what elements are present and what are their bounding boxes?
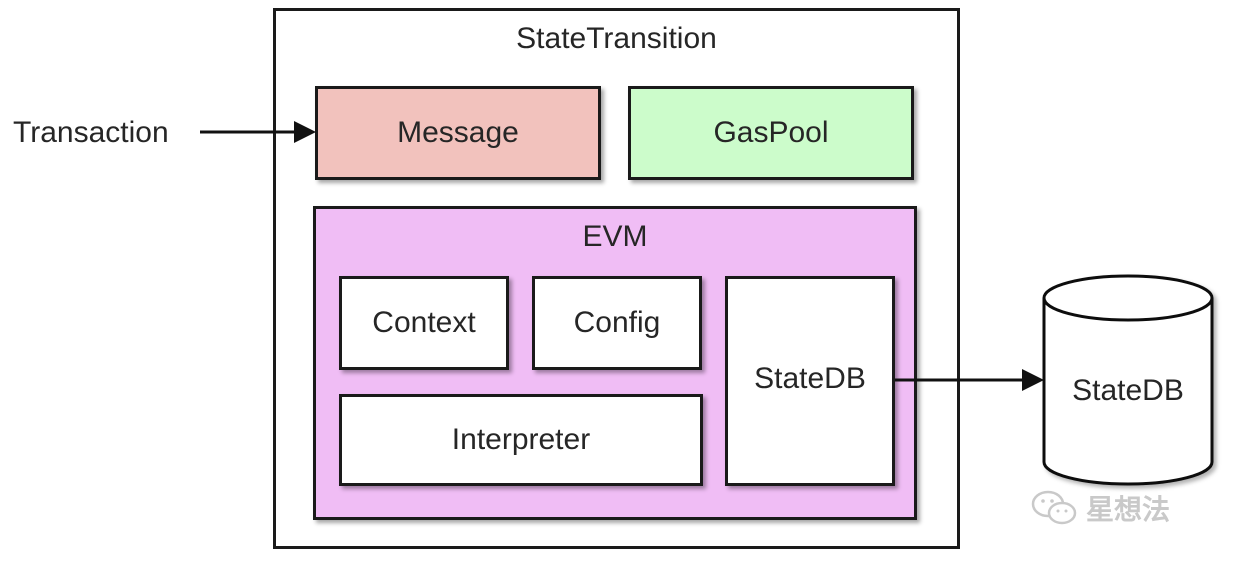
message-box: Message (315, 86, 601, 180)
wechat-icon (1031, 490, 1077, 525)
evm-title: EVM (582, 220, 648, 253)
config-box: Config (532, 276, 702, 370)
interpreter-label: Interpreter (451, 423, 591, 456)
statedb-arrow-head (1022, 369, 1044, 391)
evm-statedb-label: StateDB (754, 362, 866, 395)
context-box: Context (339, 276, 509, 370)
watermark-text: 星想法 (1086, 493, 1171, 526)
gaspool-box: GasPool (628, 86, 914, 180)
context-label: Context (372, 306, 476, 339)
interpreter-box: Interpreter (339, 394, 703, 486)
gaspool-label: GasPool (713, 116, 829, 149)
watermark: 星想法 (1030, 488, 1170, 528)
message-label: Message (397, 116, 519, 149)
transaction-label: Transaction (13, 116, 169, 149)
evm-statedb-box: StateDB (725, 276, 895, 486)
state-transition-title: StateTransition (516, 22, 717, 55)
config-label: Config (573, 306, 661, 339)
statedb-cylinder (1042, 274, 1214, 486)
transaction-arrow-head (294, 121, 316, 143)
statedb-store-label: StateDB (1072, 374, 1184, 407)
